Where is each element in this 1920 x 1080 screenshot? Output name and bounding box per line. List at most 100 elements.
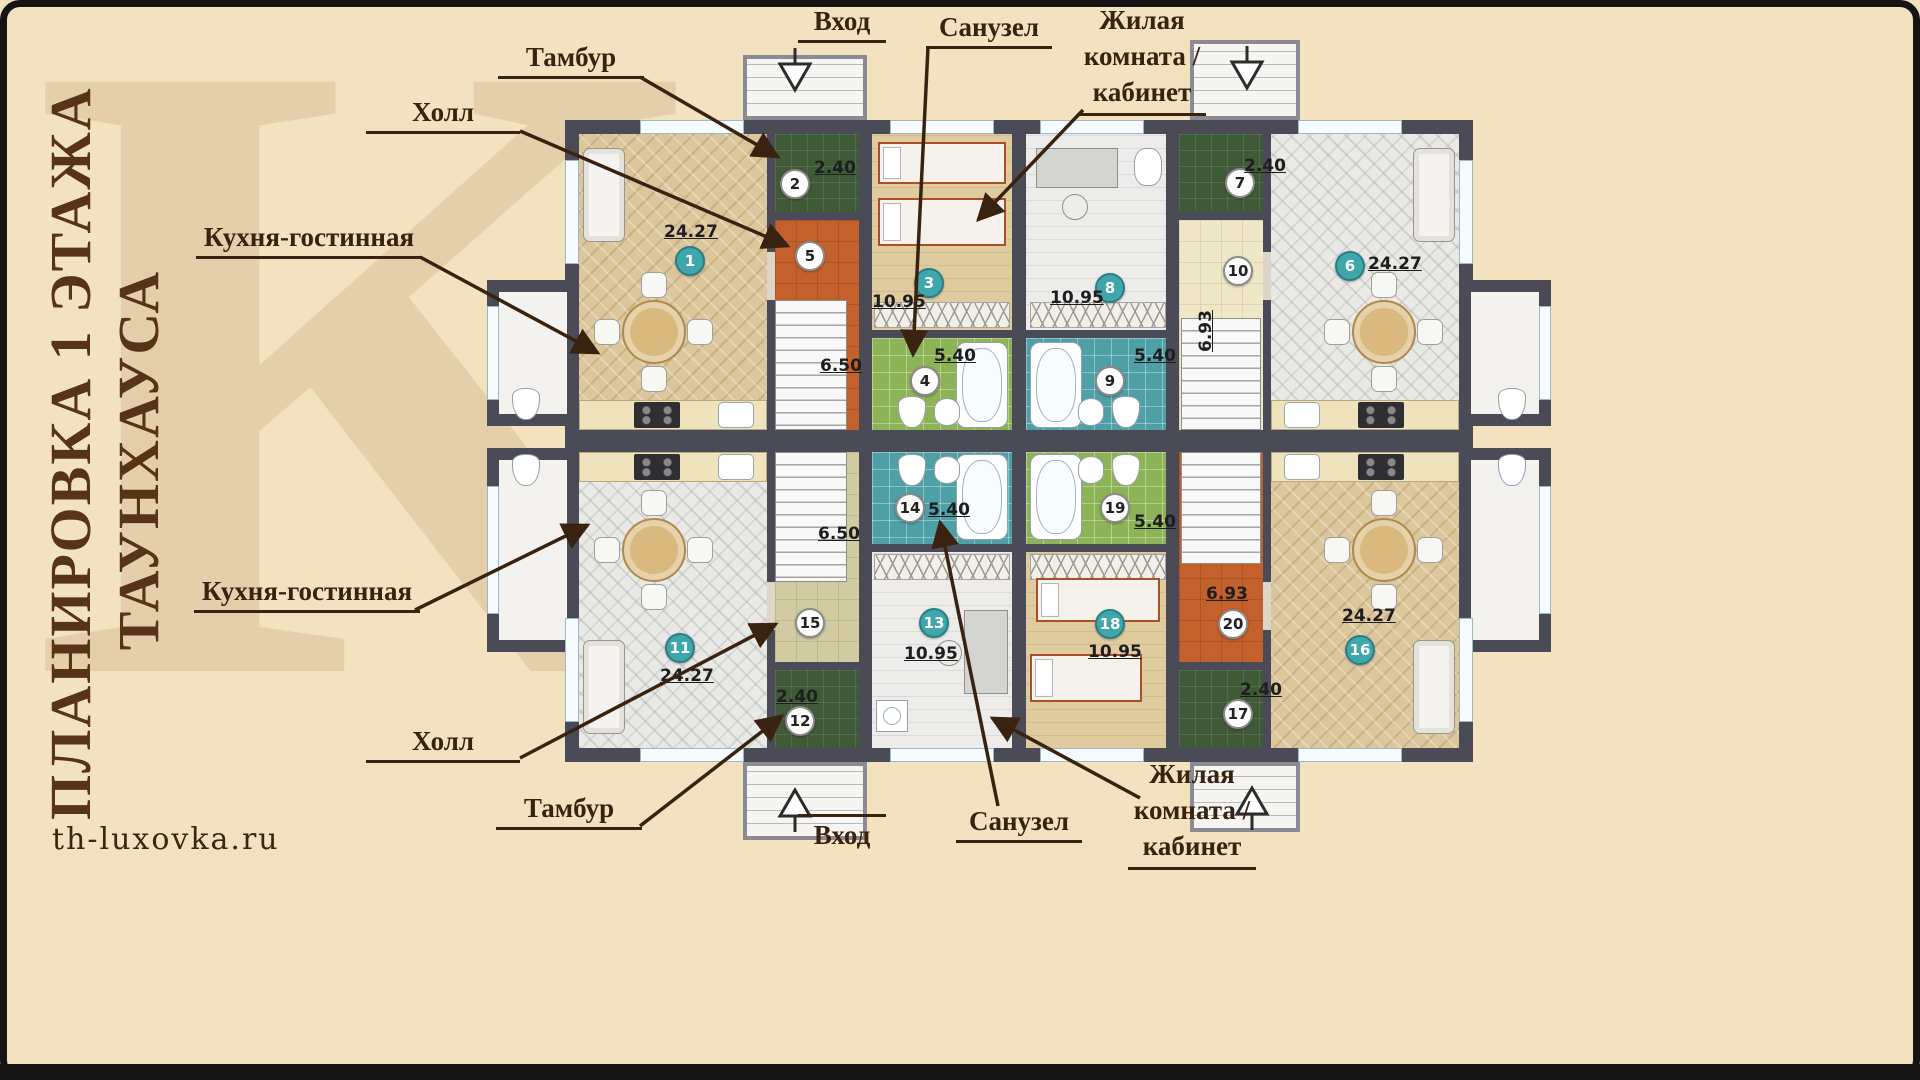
callout-living-bottom-line2: комната /: [1133, 795, 1251, 825]
room-2-area: 2.40: [814, 158, 856, 178]
room-13-area: 10.95: [904, 644, 958, 664]
chair: [594, 537, 620, 563]
room-8-area: 10.95: [1050, 288, 1104, 308]
bidet: [1078, 456, 1104, 484]
chair: [641, 584, 667, 610]
chair: [1371, 272, 1397, 298]
room-13-badge: 13: [919, 608, 949, 638]
stairs-unit-3: [775, 452, 847, 582]
room-12-area: 2.40: [776, 687, 818, 707]
room-16-area: 24.27: [1342, 606, 1396, 626]
chair: [1371, 584, 1397, 610]
callout-living-top-line2: комната /: [1083, 41, 1201, 71]
bathtub: [1030, 342, 1082, 428]
window: [487, 486, 499, 614]
window: [1298, 120, 1402, 134]
dining-table: [622, 300, 686, 364]
chair: [1371, 366, 1397, 392]
room-20-area: 6.93: [1206, 584, 1248, 604]
callout-bathroom-top: Санузел: [926, 12, 1052, 49]
room-1-area: 24.27: [664, 222, 718, 242]
stove: [1358, 454, 1404, 480]
bidet: [1078, 398, 1104, 426]
wall: [767, 452, 775, 582]
chair: [641, 366, 667, 392]
dining-table: [622, 518, 686, 582]
chair: [687, 537, 713, 563]
wall: [1179, 662, 1263, 670]
callout-hall-top: Холл: [366, 97, 520, 134]
window: [890, 120, 994, 134]
wall: [1263, 134, 1271, 252]
window: [1298, 748, 1402, 762]
stairs-unit-1: [775, 300, 847, 430]
bed: [878, 142, 1006, 184]
room-14-area: 5.40: [928, 500, 970, 520]
window: [1040, 120, 1144, 134]
sofa: [1413, 640, 1455, 734]
toilet: [1112, 454, 1140, 486]
callout-bathroom-bottom: Санузел: [956, 806, 1082, 843]
wall: [1026, 330, 1166, 338]
room-1-badge: 1: [675, 246, 705, 276]
bed: [878, 198, 1006, 246]
callout-entrance-bottom: Вход: [798, 814, 886, 851]
stairs-unit-2: [1181, 318, 1261, 430]
stove: [634, 454, 680, 480]
wall: [775, 212, 859, 220]
toilet: [1498, 454, 1526, 486]
room-5-area: 6.50: [820, 356, 862, 376]
callout-living-bottom-line3: кабинет: [1142, 831, 1242, 861]
kitchen-sink: [718, 402, 754, 428]
window: [640, 748, 744, 762]
callout-living-bottom: Жилая комната / кабинет: [1128, 756, 1256, 870]
window: [565, 160, 579, 264]
wall: [872, 544, 1012, 552]
website-link: th-luxovka.ru: [52, 822, 280, 857]
bidet: [934, 456, 960, 484]
room-12-badge: 12: [785, 706, 815, 736]
callout-living-top: Жилая комната / кабинет: [1078, 2, 1206, 116]
wall: [1263, 630, 1271, 748]
callout-vestibule-bottom: Тамбур: [496, 793, 642, 830]
room-18-badge: 18: [1095, 609, 1125, 639]
toilet: [898, 454, 926, 486]
chair: [1371, 490, 1397, 516]
wall: [1179, 212, 1263, 220]
radiator-hatch: [874, 302, 1010, 328]
kitchen-sink: [1284, 454, 1320, 480]
room-7-badge: 7: [1225, 168, 1255, 198]
room-19-badge: 19: [1100, 493, 1130, 523]
callout-hall-bottom: Холл: [366, 726, 520, 763]
room-11-area: 24.27: [660, 666, 714, 686]
callout-vestibule-top: Тамбур: [498, 42, 644, 79]
stove: [634, 402, 680, 428]
pillow: [1035, 659, 1053, 697]
chair: [687, 319, 713, 345]
wall: [767, 300, 775, 430]
room-6-badge: 6: [1335, 251, 1365, 281]
bathtub: [956, 454, 1008, 540]
pillow: [1041, 583, 1059, 617]
wall: [1263, 300, 1271, 430]
chair: [1324, 537, 1350, 563]
chair: [1417, 319, 1443, 345]
radiator-hatch: [1030, 554, 1166, 580]
desk: [964, 610, 1008, 694]
window: [1539, 306, 1551, 400]
chair: [594, 319, 620, 345]
room-17-badge: 17: [1223, 699, 1253, 729]
wall: [767, 630, 775, 748]
pillow: [883, 203, 901, 241]
bathtub: [956, 342, 1008, 428]
chair: [641, 272, 667, 298]
room-18-area: 10.95: [1088, 642, 1142, 662]
wall: [1026, 544, 1166, 552]
radiator-hatch: [1030, 302, 1166, 328]
room-2-badge: 2: [780, 169, 810, 199]
room-5-badge: 5: [795, 241, 825, 271]
window: [487, 306, 499, 400]
toilet: [512, 388, 540, 420]
